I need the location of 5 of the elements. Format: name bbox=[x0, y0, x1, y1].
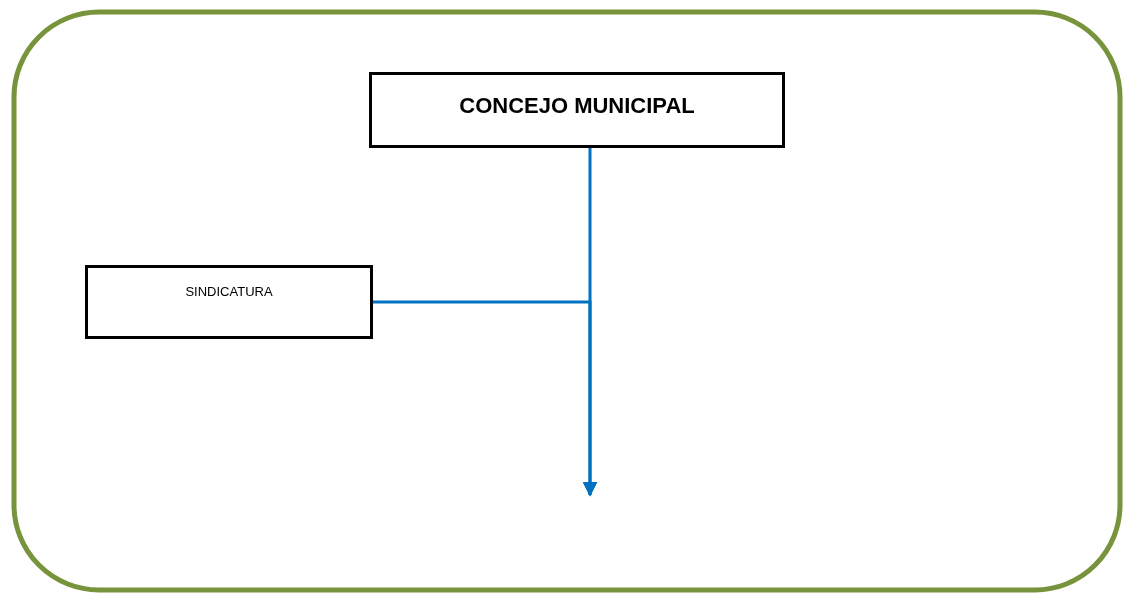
box-title: SINDICATURA bbox=[185, 284, 273, 299]
org-box bbox=[85, 265, 373, 339]
box-title: CONCEJO MUNICIPAL bbox=[459, 93, 695, 119]
connector-arrow bbox=[373, 300, 598, 497]
org-box bbox=[369, 72, 785, 148]
